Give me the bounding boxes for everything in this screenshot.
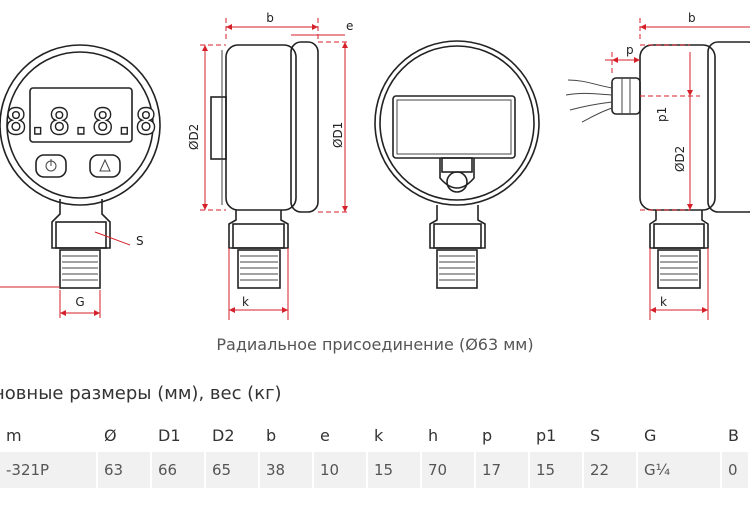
col-header: b <box>266 425 277 445</box>
table-cell: 22 <box>584 452 636 488</box>
label-d2-side: ØD2 <box>187 124 201 150</box>
table-cell: 15 <box>368 452 420 488</box>
col-header: k <box>374 425 384 445</box>
label-p: p <box>626 43 634 57</box>
col-header: G <box>644 425 657 445</box>
label-s: S <box>136 234 144 248</box>
power-button <box>35 154 67 178</box>
col-header: e <box>320 425 330 445</box>
label-b-side: b <box>266 11 274 25</box>
table-cell: 0 <box>722 452 748 488</box>
side-view: b e ØD2 ØD1 k <box>187 11 353 320</box>
col-header: m <box>6 425 22 445</box>
col-header: Ø <box>104 425 117 445</box>
back-view <box>374 40 540 289</box>
label-g: G <box>75 295 84 309</box>
col-header: p1 <box>536 425 557 445</box>
col-header: D2 <box>212 425 235 445</box>
label-d1: ØD1 <box>331 122 345 148</box>
col-header: p <box>482 425 493 445</box>
diagram-caption: Радиальное присоединение (Ø63 мм) <box>216 335 534 354</box>
front-view-display: 8.8.8.8 S G <box>0 44 161 318</box>
label-b-cable: b <box>688 11 696 25</box>
label-e: e <box>346 19 353 33</box>
table-cell: 15 <box>530 452 582 488</box>
table-cell: -321P <box>0 452 96 488</box>
table-title: ановные размеры (мм), вес (кг) <box>0 383 282 404</box>
label-k-cable: k <box>660 295 667 309</box>
dimensions-table: m Ø D1 D2 b e k h p p1 S G B -321P 63 66… <box>0 418 750 488</box>
label-k-side: k <box>242 295 249 309</box>
table-cell: G¼ <box>638 452 720 488</box>
side-view-cable: b p p1 ØD2 k <box>565 11 750 320</box>
table-cell: 66 <box>152 452 204 488</box>
table-cell: 65 <box>206 452 258 488</box>
col-header: S <box>590 425 601 445</box>
light-button <box>89 154 121 178</box>
table-cell: 10 <box>314 452 366 488</box>
technical-drawing: 8.8.8.8 S G <box>0 11 750 320</box>
lcd-digits: 8.8.8.8 <box>5 102 157 143</box>
table-cell: 63 <box>98 452 150 488</box>
col-header: D1 <box>158 425 181 445</box>
table-header-row: m Ø D1 D2 b e k h p p1 S G B <box>0 418 748 452</box>
col-header: h <box>428 425 439 445</box>
label-p1: p1 <box>655 107 669 122</box>
label-d2-cable: ØD2 <box>673 146 687 172</box>
table-row: -321P 63 66 65 38 10 15 70 17 15 22 G¼ 0 <box>0 452 748 488</box>
table-cell: 70 <box>422 452 474 488</box>
table-cell: 38 <box>260 452 312 488</box>
table-cell: 17 <box>476 452 528 488</box>
col-header: B <box>728 425 739 445</box>
